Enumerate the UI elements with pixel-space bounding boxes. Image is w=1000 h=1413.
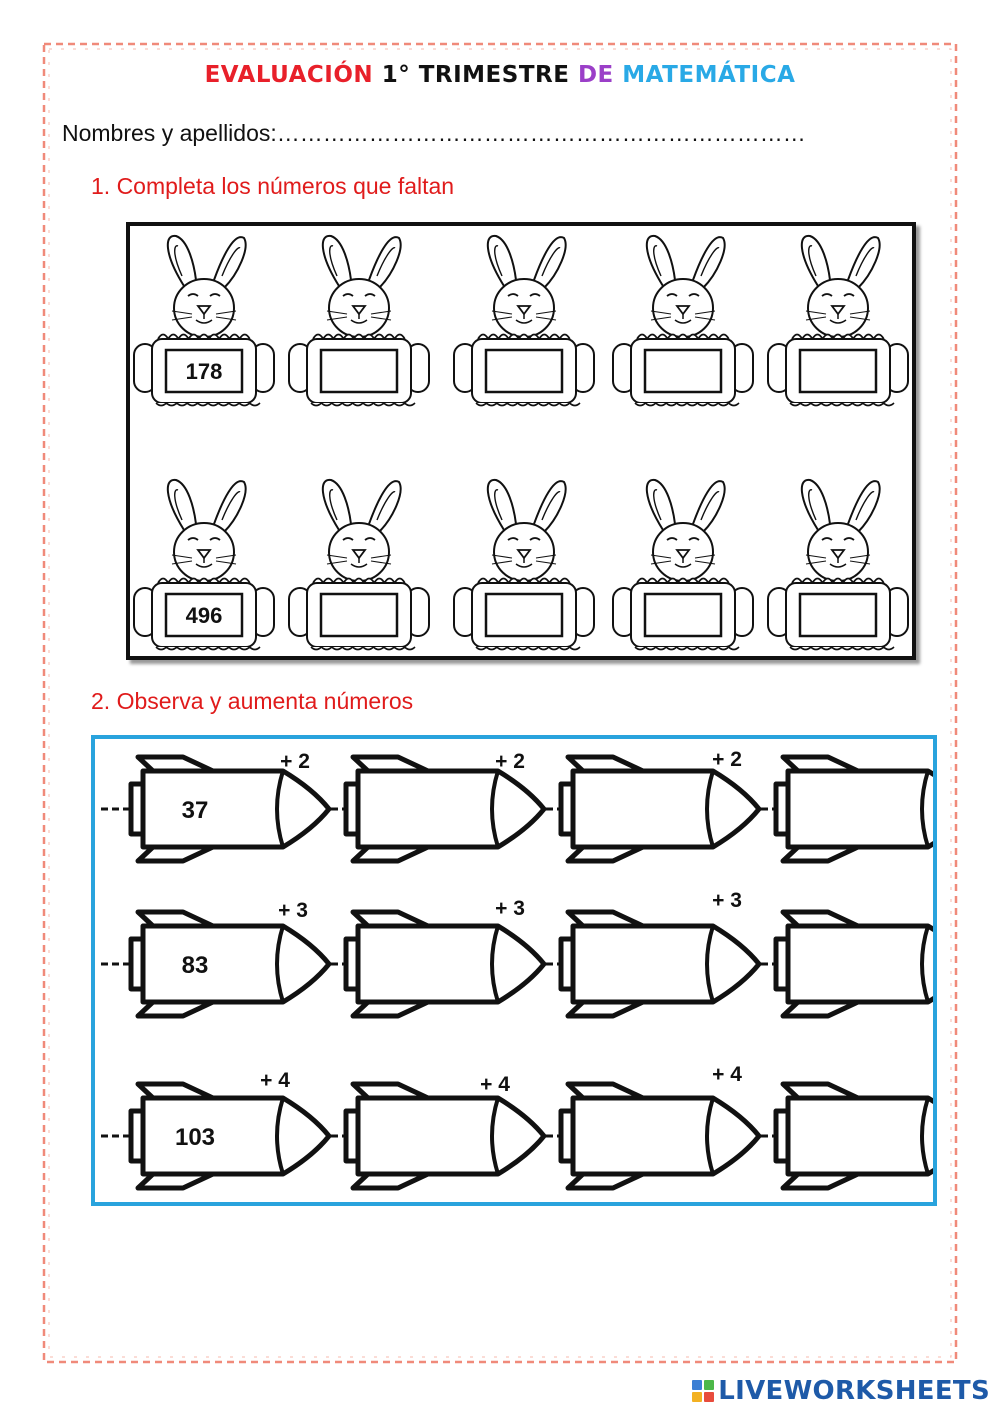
bunny-icon <box>612 234 754 407</box>
bunny-icon <box>767 478 909 651</box>
rocket-answer-area[interactable] <box>362 934 482 994</box>
rocket-answer-area[interactable] <box>792 934 912 994</box>
rocket-start-number: 83 <box>182 952 209 979</box>
bunny-answer-box[interactable] <box>484 348 564 394</box>
bunny-grid: 178 496 <box>133 234 909 651</box>
bunny-answer-box[interactable] <box>643 348 723 394</box>
title-part-de: DE <box>577 62 614 88</box>
step-label: + 4 <box>712 1063 742 1086</box>
bunny-answer-box[interactable] <box>319 592 399 638</box>
page-title: EVALUACIÓN 1° TRIMESTRE DE MATEMÁTICA <box>0 62 1000 88</box>
bunny-answer-box[interactable] <box>798 348 878 394</box>
rocket-icon: 37 <box>128 754 332 864</box>
title-part-trimestre: 1° TRIMESTRE <box>381 62 570 88</box>
rocket-icon <box>773 909 933 1019</box>
rocket-answer-area[interactable] <box>792 779 912 839</box>
bunny-number-box <box>164 348 244 394</box>
bunny-start-number: 178 <box>186 359 223 384</box>
step-label: + 2 <box>495 750 525 773</box>
step-label: + 3 <box>278 899 308 922</box>
bunny-start-number: 496 <box>186 603 223 628</box>
bunny-icon <box>612 478 754 651</box>
step-label: + 3 <box>712 889 742 912</box>
bunny-answer-box[interactable] <box>319 348 399 394</box>
question-1-label: 1. Completa los números que faltan <box>91 173 455 199</box>
step-label: + 4 <box>480 1073 510 1096</box>
rocket-icon: 83 <box>128 909 332 1019</box>
step-label: + 3 <box>495 897 525 920</box>
title-part-matematica: MATEMÁTICA <box>622 62 796 88</box>
rocket-icon <box>773 1081 933 1191</box>
liveworksheets-logo-icon <box>692 1380 715 1402</box>
bunny-panel: 178 496 <box>126 222 916 660</box>
bunny-number-box <box>164 592 244 638</box>
bunny-answer-box[interactable] <box>798 592 878 638</box>
question-2-label: 2. Observa y aumenta números <box>91 688 414 714</box>
step-label: + 4 <box>260 1069 290 1092</box>
footer-logo: LIVEWORKSHEETS <box>692 1376 990 1406</box>
title-part-evaluacion: EVALUACIÓN <box>204 62 374 88</box>
bunny-icon <box>288 234 430 407</box>
bunny-answer-box[interactable] <box>484 592 564 638</box>
rocket-icon <box>343 754 547 864</box>
rocket-icon: 103 <box>128 1081 332 1191</box>
student-name-line[interactable]: Nombres y apellidos:……………………………………………………… <box>62 120 806 146</box>
rocket-answer-area[interactable] <box>362 1106 482 1166</box>
rocket-grid: 37 + 2 + 2 + 2 83 + 3 + 3 + 3 103 + 4 + 4 + 4 <box>101 748 933 1191</box>
rocket-icon <box>558 1081 762 1191</box>
bunny-icon <box>453 478 595 651</box>
step-label: + 2 <box>280 750 310 773</box>
rocket-answer-area[interactable] <box>792 1106 912 1166</box>
rocket-icon <box>343 1081 547 1191</box>
rocket-icon <box>343 909 547 1019</box>
rocket-answer-area[interactable] <box>577 934 697 994</box>
rocket-answer-area[interactable] <box>577 779 697 839</box>
bunny-icon: 178 <box>133 234 275 407</box>
bunny-icon: 496 <box>133 478 275 651</box>
rocket-icon <box>558 909 762 1019</box>
rocket-start-number: 37 <box>182 797 209 824</box>
step-label: + 2 <box>712 748 742 771</box>
rocket-icon <box>558 754 762 864</box>
bunny-icon <box>453 234 595 407</box>
bunny-answer-box[interactable] <box>643 592 723 638</box>
rocket-panel: 37 + 2 + 2 + 2 83 + 3 + 3 + 3 103 + 4 + 4 + 4 <box>91 735 937 1206</box>
rocket-answer-area[interactable] <box>362 779 482 839</box>
bunny-icon <box>767 234 909 407</box>
bunny-icon <box>288 478 430 651</box>
rocket-start-number: 103 <box>175 1124 215 1151</box>
rocket-icon <box>773 754 933 864</box>
rocket-answer-area[interactable] <box>577 1106 697 1166</box>
footer-brand-text: LIVEWORKSHEETS <box>718 1376 990 1406</box>
